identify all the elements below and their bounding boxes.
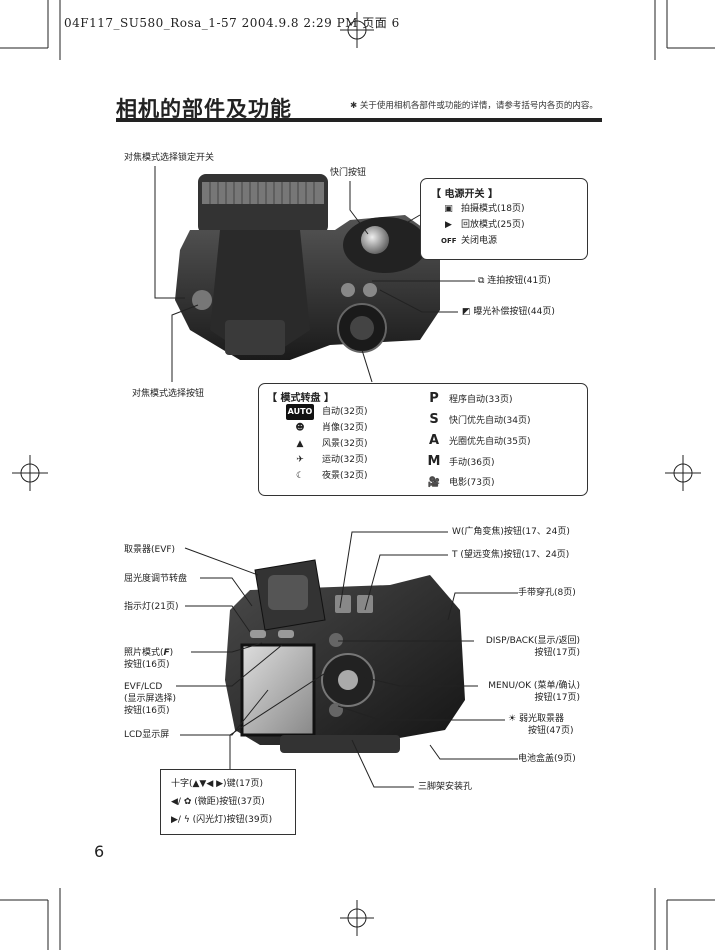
movie-icon: 🎥 [427, 477, 441, 488]
camera-icon: ▣ [444, 204, 453, 214]
power-switch-title: 【 电源开关 】 [431, 189, 498, 200]
flash-line: ▶/ ϟ (闪光灯)按钮(39页) [171, 815, 273, 825]
battery-label: 电池盒盖(9页) [518, 754, 576, 764]
continuous-label: ⧉ 连拍按钮(41页) [478, 276, 551, 286]
disp-back-label: DISP/BACK(显示/返回)按钮(17页) [485, 636, 580, 658]
landscape-icon: ▲ [296, 439, 304, 449]
shutter-label: 快门按钮 [330, 168, 367, 178]
title-rule [116, 118, 602, 122]
exposure-label: ◩ 曝光补偿按钮(44页) [462, 307, 555, 317]
photo-mode-label: 照片模式(F) 按钮(16页) [124, 648, 174, 670]
mode-item: 🎥电影(73页) [427, 473, 530, 493]
power-item: ▣拍摄模式(18页) [441, 201, 524, 217]
menu-ok-label: MENU/OK (菜单/确认)按钮(17页) [488, 681, 580, 703]
w-zoom-label: W(广角变焦)按钮(17、24页) [452, 527, 570, 537]
evf-label: 取景器(EVF) [124, 545, 176, 555]
mode-item: ✈运动(32页) [283, 452, 367, 468]
focus-lock-label: 对焦模式选择锁定开关 [124, 153, 215, 163]
reference-note: ✱ 关于使用相机各部件或功能的详情，请参考括号内各页的内容。 [350, 101, 598, 111]
camera-back-view [225, 559, 465, 753]
power-item: ▶回放模式(25页) [441, 217, 524, 233]
portrait-icon: ☻ [295, 423, 305, 433]
low-light-label: ☀ 弱光取景器按钮(47页) [508, 714, 574, 736]
m-mode-icon: M [427, 454, 441, 469]
cross-key-box: 十字(▲▼◀ ▶)键(17页) ◀/ ✿ (微距)按钮(37页) ▶/ ϟ (闪… [160, 769, 296, 835]
tripod-label: 三脚架安装孔 [418, 782, 473, 792]
diopter-label: 屈光度调节转盘 [124, 574, 188, 584]
t-zoom-label: T (望远变焦)按钮(17、24页) [452, 550, 570, 560]
off-text: OFF [441, 237, 457, 245]
evf-lcd-label: EVF/LCD(显示屏选择)按钮(16页) [124, 682, 177, 716]
indicator-label: 指示灯(21页) [124, 602, 179, 612]
photo-mode-icon: F [163, 648, 170, 658]
mode-item: ▲风景(32页) [283, 436, 368, 452]
mode-item: ☻肖像(32页) [283, 420, 367, 436]
sun-icon: ☀ [508, 714, 519, 724]
continuous-icon: ⧉ [478, 276, 488, 286]
night-icon: ☾ [295, 471, 305, 481]
sport-icon: ✈ [296, 455, 304, 465]
print-header: 04F117_SU580_Rosa_1-57 2004.9.8 2:29 PM … [64, 16, 400, 30]
exposure-icon: ◩ [462, 307, 474, 317]
camera-top-view [175, 174, 440, 360]
a-mode-icon: A [428, 433, 440, 448]
macro-line: ◀/ ✿ (微距)按钮(37页) [171, 797, 265, 807]
page-number: 6 [94, 842, 105, 861]
mode-dial-title: 【 模式转盘 】 [267, 393, 334, 404]
lcd-label: LCD显示屏 [124, 730, 170, 740]
page-title: 相机的部件及功能 [116, 97, 292, 121]
play-icon: ▶ [445, 220, 452, 230]
s-mode-icon: S [429, 412, 439, 427]
focus-mode-label: 对焦模式选择按钮 [132, 389, 205, 399]
auto-icon: AUTO [285, 404, 315, 420]
strap-label: 手带穿孔(8页) [518, 588, 576, 598]
p-mode-icon: P [429, 391, 439, 406]
cross-key-line: 十字(▲▼◀ ▶)键(17页) [171, 779, 264, 789]
mode-item: ☾夜景(32页) [283, 468, 368, 484]
